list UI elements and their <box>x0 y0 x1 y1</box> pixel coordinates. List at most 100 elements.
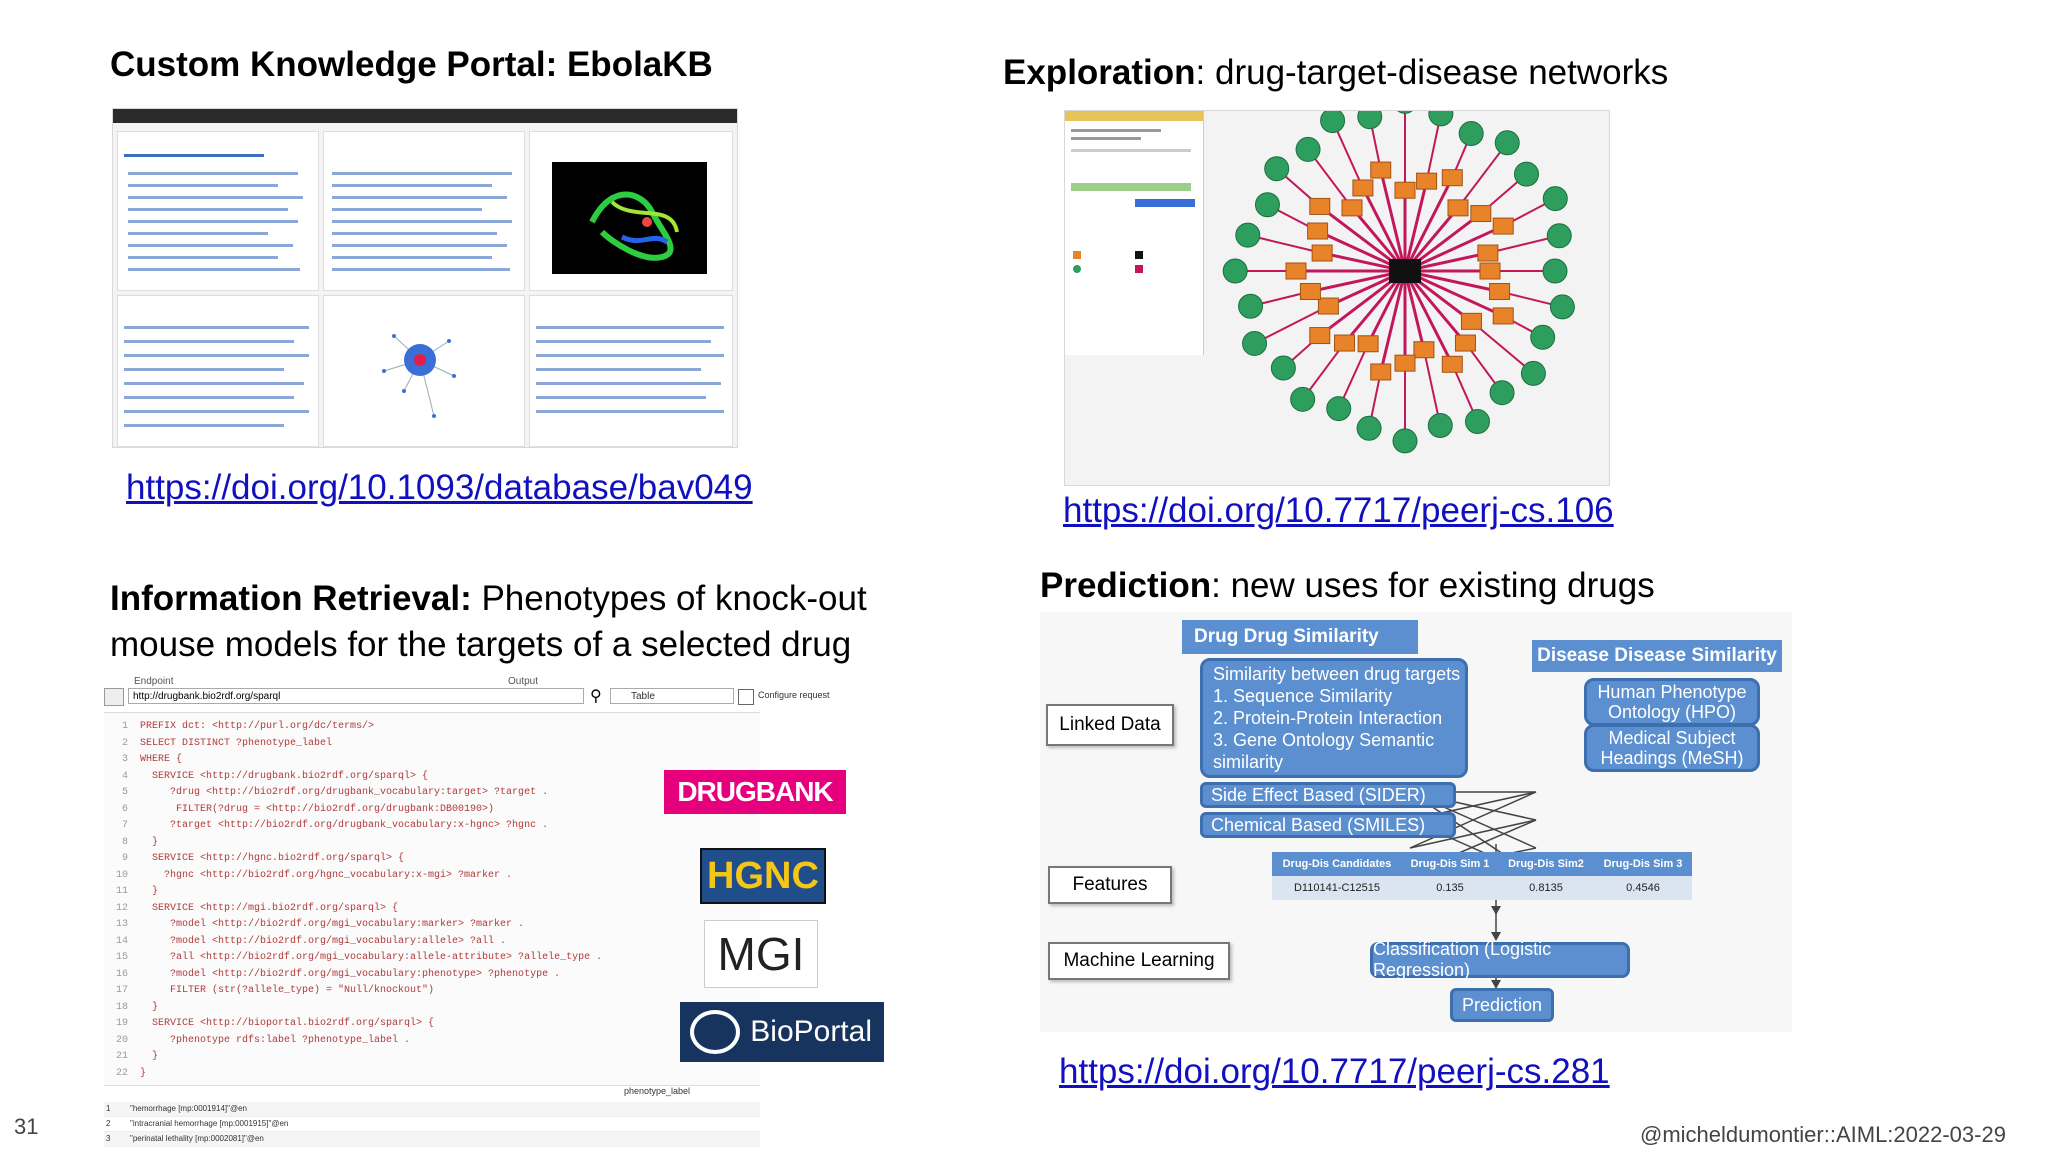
folder-icon[interactable] <box>104 688 124 706</box>
target-node <box>1285 262 1307 280</box>
configure-request-button[interactable]: Configure request <box>758 690 830 700</box>
drug-target-edge <box>1403 177 1454 272</box>
network-screenshot <box>1064 110 1610 486</box>
result-row: 1"hemorrhage [mp:0001914]"@en <box>104 1102 760 1117</box>
side-effect-box: Side Effect Based (SIDER) <box>1200 782 1456 808</box>
drug-target-edge <box>1404 224 1504 273</box>
sparql-query-screenshot: Endpoint http://drugbank.bio2rdf.org/spa… <box>104 676 830 1147</box>
ebolakb-ligands-panel <box>529 295 733 447</box>
table-data-cell: 0.4546 <box>1626 882 1660 894</box>
endpoint-input[interactable]: http://drugbank.bio2rdf.org/sparql <box>128 688 584 704</box>
target-node <box>1334 334 1356 352</box>
disease-node <box>1458 121 1484 147</box>
code-line: } <box>140 886 159 897</box>
search-icon[interactable]: ⚲ <box>590 688 602 705</box>
peerj-106-doi-link[interactable]: https://doi.org/10.7717/peerj-cs.106 <box>1063 491 1614 530</box>
exploration-title: Exploration: drug-target-disease network… <box>1003 50 1668 96</box>
code-line: ?model <http://bio2rdf.org/mgi_vocabular… <box>140 935 507 947</box>
drug-similarity-line: 1. Sequence Similarity <box>1213 686 1393 706</box>
drug-target-edge <box>1403 270 1467 345</box>
disease-node <box>1270 355 1296 381</box>
drugbank-logo: DRUGBANK <box>664 770 846 814</box>
code-line-number: 2 <box>121 737 128 749</box>
disease-node <box>1235 222 1261 248</box>
target-node <box>1352 179 1374 197</box>
footer-handle: @micheldumontier::AIML:2022-03-29 <box>1640 1122 2006 1147</box>
code-line-number: 15 <box>115 952 128 963</box>
results-header: phenotype_label <box>624 1086 691 1096</box>
ebolakb-title: Custom Knowledge Portal: EbolaKB <box>110 45 713 84</box>
target-node <box>1311 244 1333 262</box>
disease-node <box>1549 294 1575 320</box>
mgi-logo: MGI <box>704 920 818 988</box>
code-line: PREFIX dct: <http://purl.org/dc/terms/> <box>140 721 375 732</box>
drug-target-edge <box>1379 169 1407 272</box>
disease-node <box>1546 223 1572 249</box>
target-node <box>1489 283 1511 301</box>
disease-node <box>1494 130 1520 156</box>
table-data-cell: D110141-C12515 <box>1293 882 1381 894</box>
disease-node <box>1513 161 1539 187</box>
bioportal-ring-icon <box>690 1010 740 1054</box>
prediction-title: Prediction: new uses for existing drugs <box>1040 563 1655 609</box>
code-line-number: 9 <box>121 853 128 864</box>
disease-node <box>1489 380 1515 406</box>
disease-node <box>1542 258 1568 284</box>
code-line: } <box>140 836 159 848</box>
code-line: ?all <http://bio2rdf.org/mgi_vocabulary:… <box>140 952 603 963</box>
code-line-number: 16 <box>115 968 128 980</box>
code-line: } <box>140 1067 147 1079</box>
ebolakb-doi-link[interactable]: https://doi.org/10.1093/database/bav049 <box>126 468 753 507</box>
target-node <box>1317 297 1339 315</box>
target-node <box>1309 197 1331 215</box>
target-node <box>1447 199 1469 217</box>
drug-target-edge <box>1379 270 1407 373</box>
table-data-cell: 0.8135 <box>1529 882 1563 894</box>
code-line: ?drug <http://bio2rdf.org/drugbank_vocab… <box>140 787 549 798</box>
exploration-title-bold: Exploration <box>1003 53 1196 92</box>
code-line: ?phenotype rdfs:label ?phenotype_label . <box>140 1034 411 1046</box>
code-line: } <box>140 1051 159 1062</box>
code-line: SELECT DISTINCT ?phenotype_label <box>140 737 333 749</box>
chemical-box: Chemical Based (SMILES) <box>1200 812 1456 838</box>
code-line: SERVICE <http://bioportal.bio2rdf.org/sp… <box>140 1018 435 1029</box>
code-line-number: 12 <box>115 902 128 914</box>
code-line: FILTER(?drug = <http://bio2rdf.org/drugb… <box>140 803 495 815</box>
code-line-number: 7 <box>121 820 128 831</box>
ebolakb-annotations-panel <box>323 131 525 291</box>
disease-node <box>1356 415 1382 441</box>
drug-similarity-line: 2. Protein-Protein Interaction <box>1213 708 1443 728</box>
code-line: ?model <http://bio2rdf.org/mgi_vocabular… <box>140 968 561 980</box>
table-data-cell: 0.135 <box>1436 882 1464 894</box>
disease-node <box>1238 293 1264 319</box>
disease-node <box>1542 186 1568 212</box>
target-disease-edge <box>1247 234 1323 255</box>
drug-target-edge <box>1403 270 1426 351</box>
drug-target-edge <box>1361 187 1407 272</box>
disease-node <box>1357 111 1383 130</box>
target-node <box>1307 222 1329 240</box>
output-select[interactable]: Table <box>610 688 734 704</box>
result-value: "perinatal lethality [mp:0002081]"@en <box>130 1134 264 1143</box>
target-disease-edge <box>1422 349 1442 426</box>
table-header-cell: Drug-Dis Sim2 <box>1508 858 1584 870</box>
code-line-number: 20 <box>115 1034 128 1046</box>
drug-target-edge <box>1403 270 1454 365</box>
target-node <box>1370 161 1392 179</box>
prediction-diagram: Linked Data Features Machine Learning Dr… <box>1040 612 1792 1032</box>
ebolakb-network-panel <box>323 295 525 447</box>
features-box: Features <box>1048 866 1172 904</box>
code-line-number: 10 <box>115 869 128 881</box>
target-node <box>1341 199 1363 217</box>
disease-node <box>1290 386 1316 412</box>
code-line: ?target <http://bio2rdf.org/drugbank_voc… <box>140 820 549 831</box>
ebolakb-genes-panel <box>117 131 319 291</box>
drug-target-disease-network <box>1222 111 1575 454</box>
result-index: 3 <box>106 1134 111 1143</box>
disease-node <box>1397 111 1413 114</box>
peerj-281-doi-link[interactable]: https://doi.org/10.7717/peerj-cs.281 <box>1059 1052 1610 1091</box>
target-node <box>1492 217 1514 235</box>
code-line: SERVICE <http://hgnc.bio2rdf.org/sparql>… <box>140 853 405 864</box>
